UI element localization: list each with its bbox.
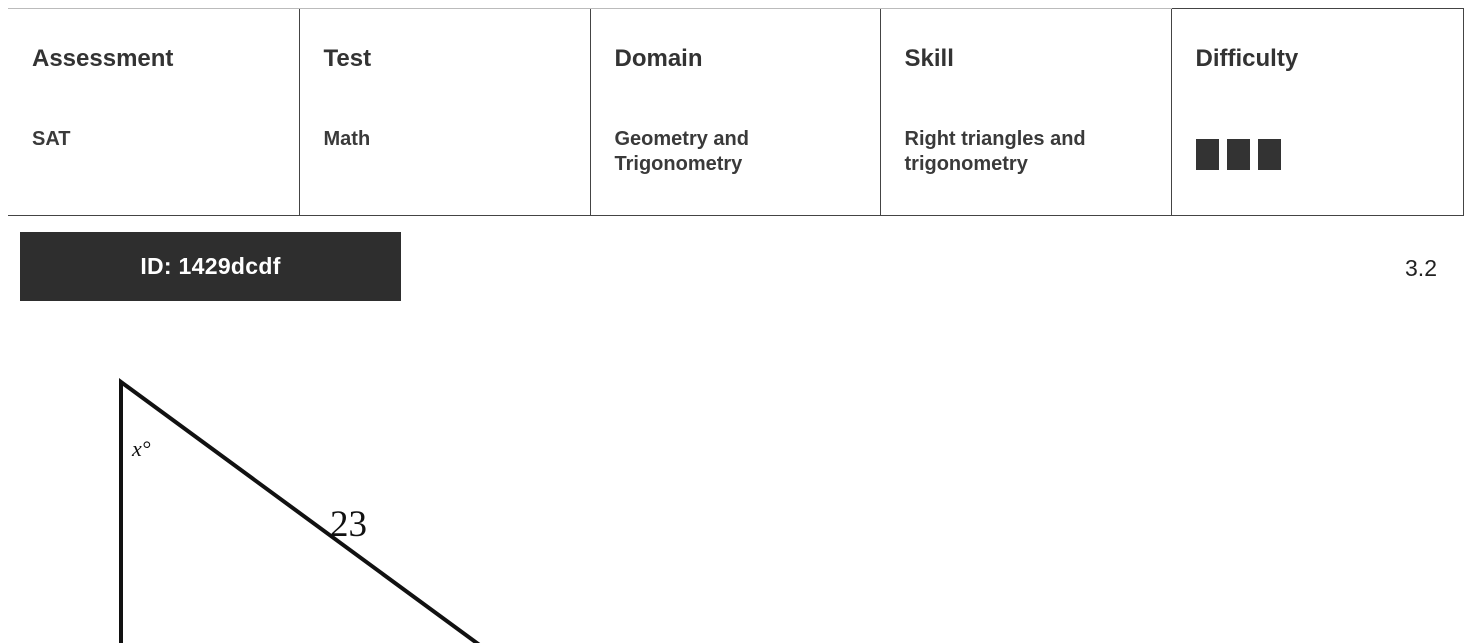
version-number: 3.2 [1405,255,1437,281]
skill-header: Skill [904,45,954,72]
domain-cell: Domain Geometry and Trigonometry [589,8,880,216]
domain-value: Geometry and Trigonometry [614,128,749,175]
assessment-value: SAT [32,128,71,150]
skill-cell: Skill Right triangles and trigonometry [879,8,1171,216]
triangle-figure: x° 23 [0,360,600,643]
triangle-sides [119,378,481,643]
right-triangle-diagram: x° 23 [119,378,481,643]
difficulty-block [1257,139,1281,170]
difficulty-cell: Difficulty [1170,8,1464,216]
difficulty-indicator [1195,139,1463,170]
test-value: Math [323,128,371,150]
test-cell: Test Math [298,8,590,216]
side-length-label: 23 [330,504,367,545]
angle-label: x° [131,436,151,461]
skill-value: Right triangles and trigonometry [904,128,1086,175]
domain-header: Domain [614,45,703,72]
difficulty-header: Difficulty [1195,45,1299,72]
assessment-header: Assessment [32,45,174,72]
question-info-table: Assessment SAT Test Math Domain Geometry… [8,8,1464,216]
difficulty-block [1226,139,1250,170]
question-id-badge: ID: 1429dcdf [20,232,401,301]
difficulty-block [1195,139,1219,170]
test-header: Test [323,45,372,72]
assessment-cell: Assessment SAT [8,8,299,216]
